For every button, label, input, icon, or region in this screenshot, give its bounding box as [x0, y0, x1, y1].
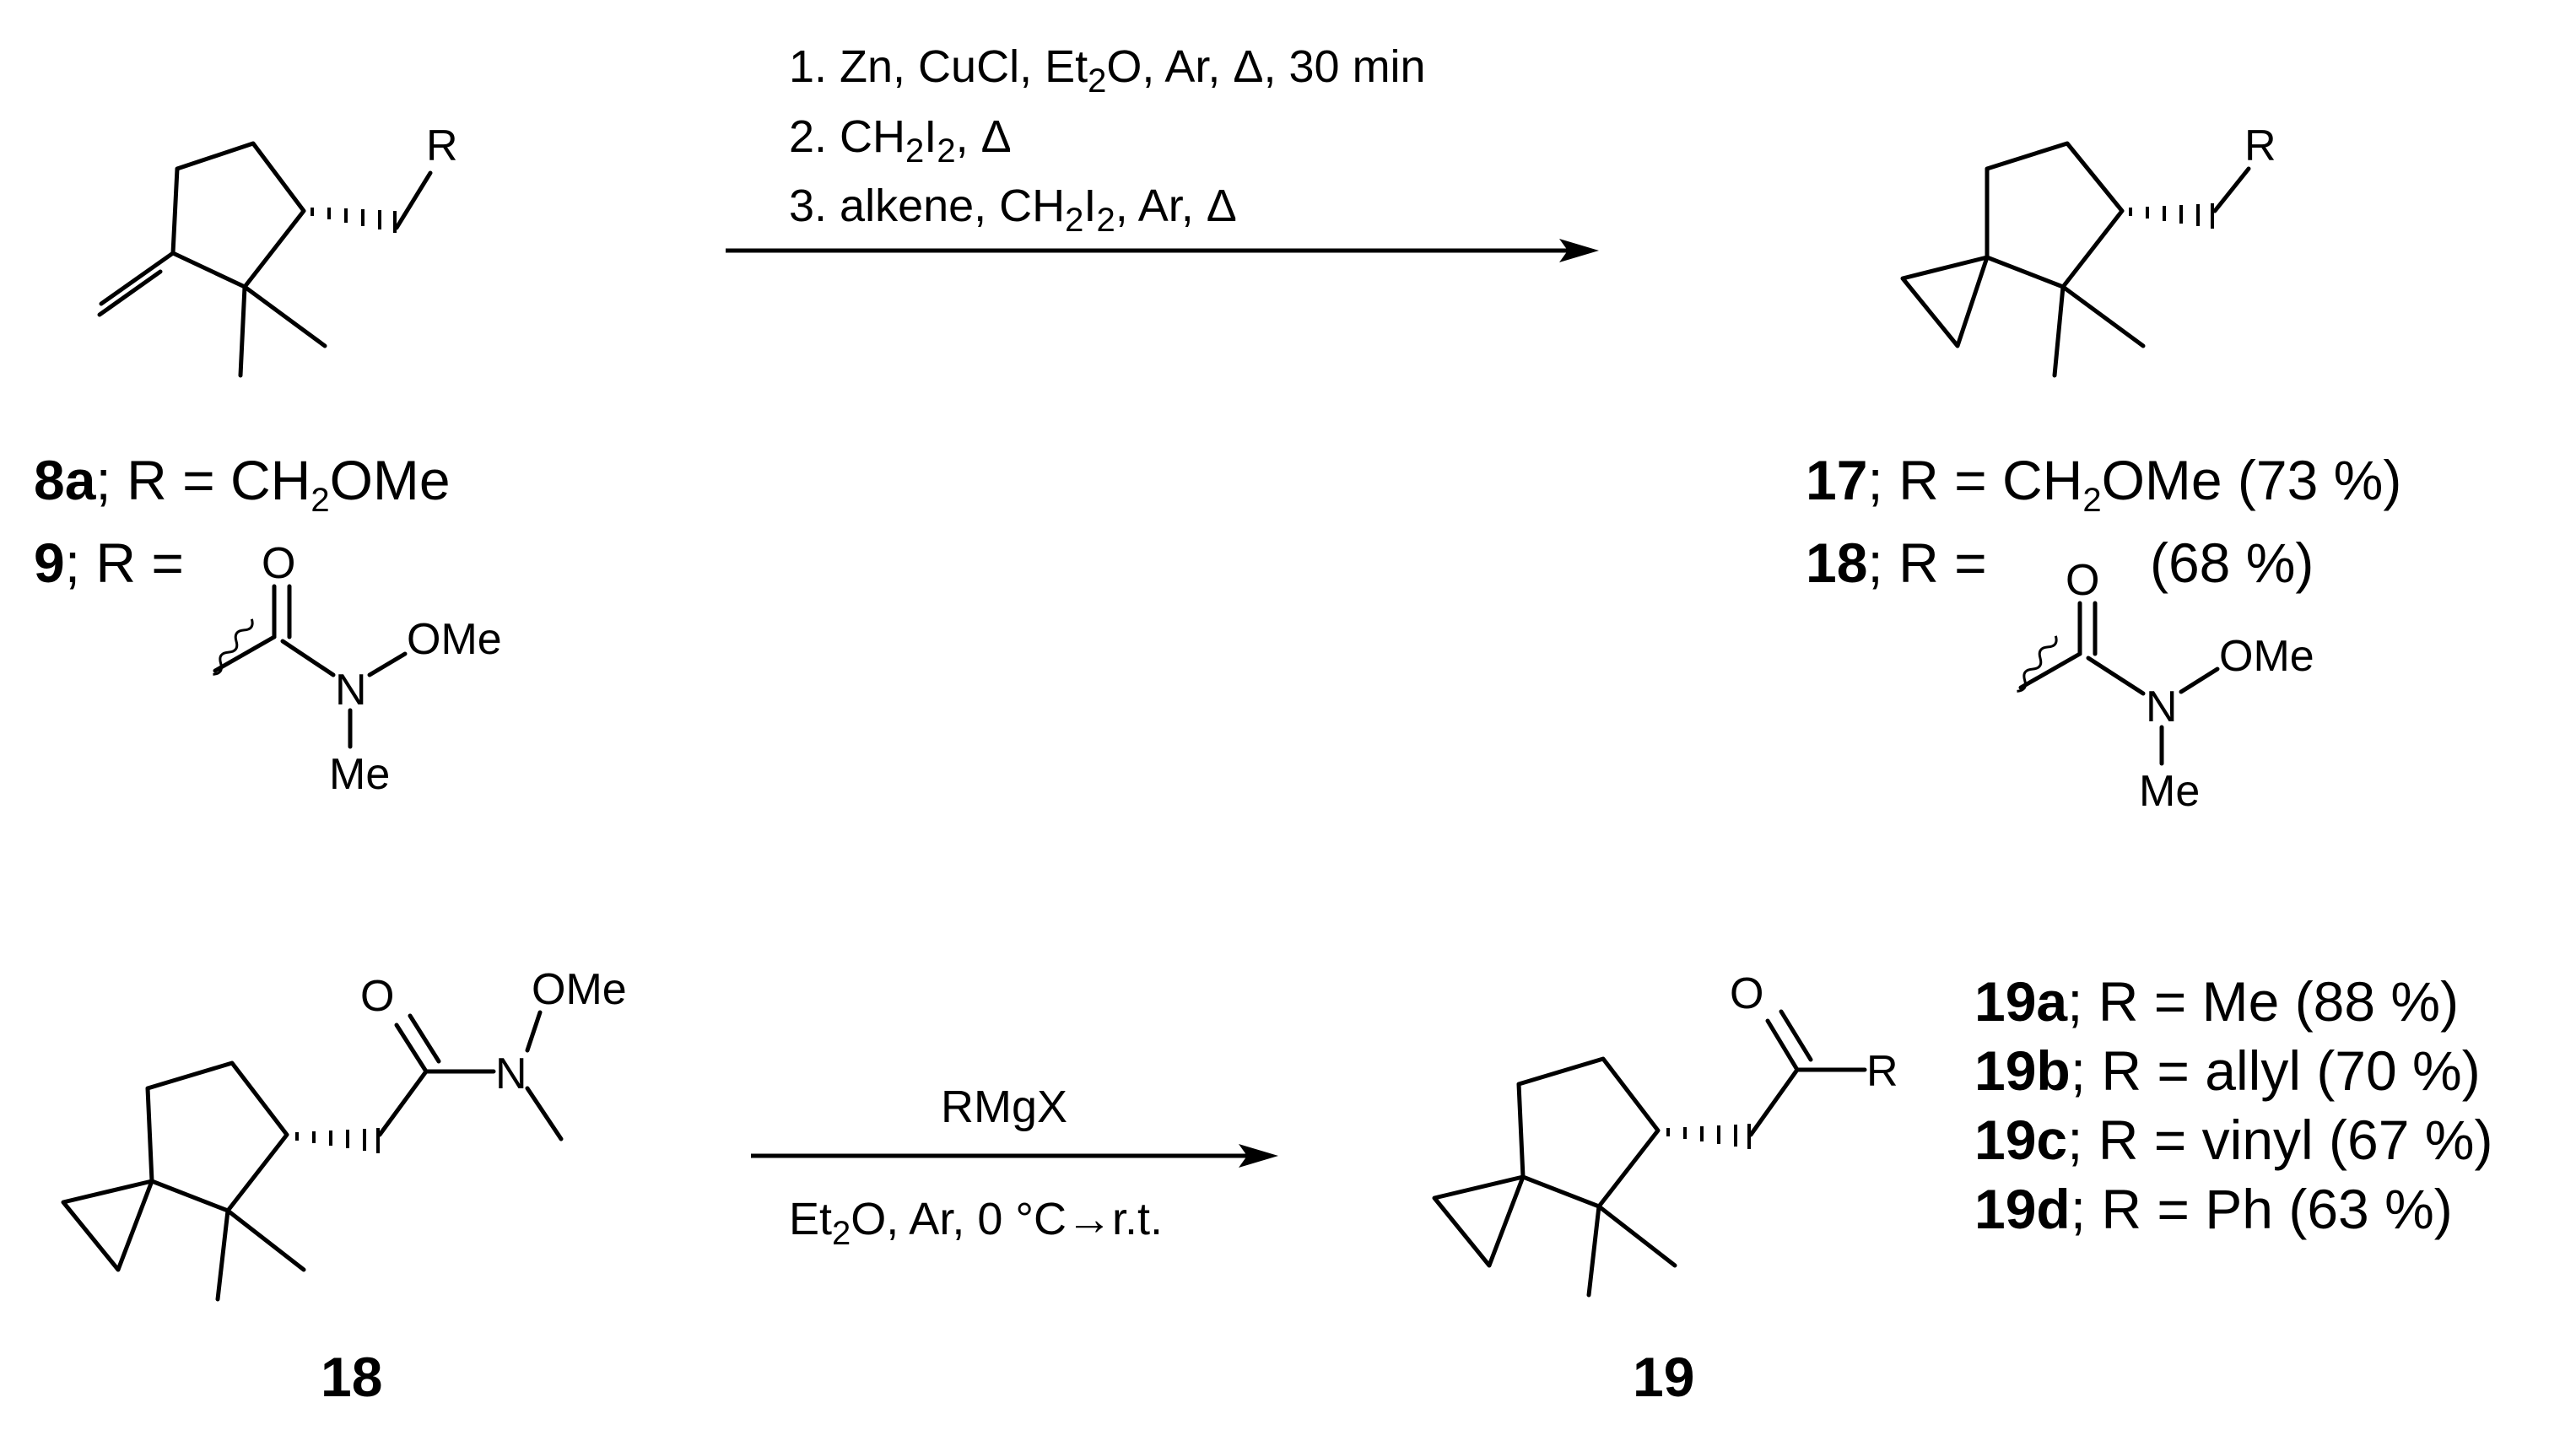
atom-R-19: R — [1866, 1047, 1898, 1096]
stereo-hash-bond-17 — [2129, 203, 2214, 229]
label-19c: 19c; R = vinyl (67 %) — [1974, 1109, 2492, 1171]
arrowhead-1 — [1559, 239, 1599, 262]
compound-17-structure — [1900, 141, 2251, 378]
stereo-hash-bond-18 — [295, 1128, 380, 1153]
weinreb-fragment-9 — [213, 584, 408, 749]
atom-Me-9: Me — [329, 750, 390, 799]
atom-O-18b: O — [360, 972, 394, 1021]
reagent-rmgx: RMgX — [941, 1082, 1067, 1132]
atom-OMe-18: OMe — [2219, 632, 2314, 681]
label-19: 19 — [1633, 1346, 1694, 1408]
label-18-yield: (68 %) — [2150, 532, 2314, 594]
atom-R-17: R — [2244, 121, 2276, 170]
compound-8a-structure — [97, 141, 433, 378]
atom-OMe-18b: OMe — [532, 965, 627, 1014]
label-19a: 19a; R = Me (88 %) — [1974, 970, 2459, 1033]
weinreb-fragment-18 — [2017, 601, 2220, 766]
atom-R-8a: R — [426, 121, 458, 170]
condition-step-2: 2. CH2I2, Δ — [789, 111, 1012, 170]
atom-OMe-9: OMe — [407, 615, 502, 664]
label-19d: 19d; R = Ph (63 %) — [1974, 1178, 2453, 1240]
atom-N-18b: N — [495, 1050, 527, 1098]
stereo-hash-bond-19 — [1666, 1124, 1751, 1149]
condition-solvent: Et2O, Ar, 0 °C→r.t. — [789, 1194, 1163, 1252]
condition-step-3: 3. alkene, CH2I2, Ar, Δ — [789, 181, 1237, 239]
arrowhead-2 — [1239, 1144, 1278, 1168]
label-18-bottom: 18 — [321, 1346, 382, 1408]
label-18: 18; R = — [1806, 532, 1987, 594]
label-9: 9; R = — [34, 532, 184, 594]
label-17: 17; R = CH2OMe (73 %) — [1806, 449, 2401, 519]
condition-step-1: 1. Zn, CuCl, Et2O, Ar, Δ, 30 min — [789, 41, 1426, 100]
atom-N-9: N — [335, 666, 367, 715]
compound-19-structure — [1432, 1009, 1867, 1298]
atom-O-19: O — [1730, 969, 1763, 1018]
stereo-hash-bond-8a — [311, 208, 397, 233]
atom-N-18: N — [2146, 683, 2178, 731]
compound-18-structure — [61, 1010, 564, 1302]
label-8a: 8a; R = CH2OMe — [34, 449, 451, 519]
atom-Me-18: Me — [2139, 767, 2200, 816]
label-19b: 19b; R = allyl (70 %) — [1974, 1039, 2481, 1102]
atom-O-18: O — [2066, 556, 2099, 605]
atom-O-9: O — [262, 539, 295, 588]
